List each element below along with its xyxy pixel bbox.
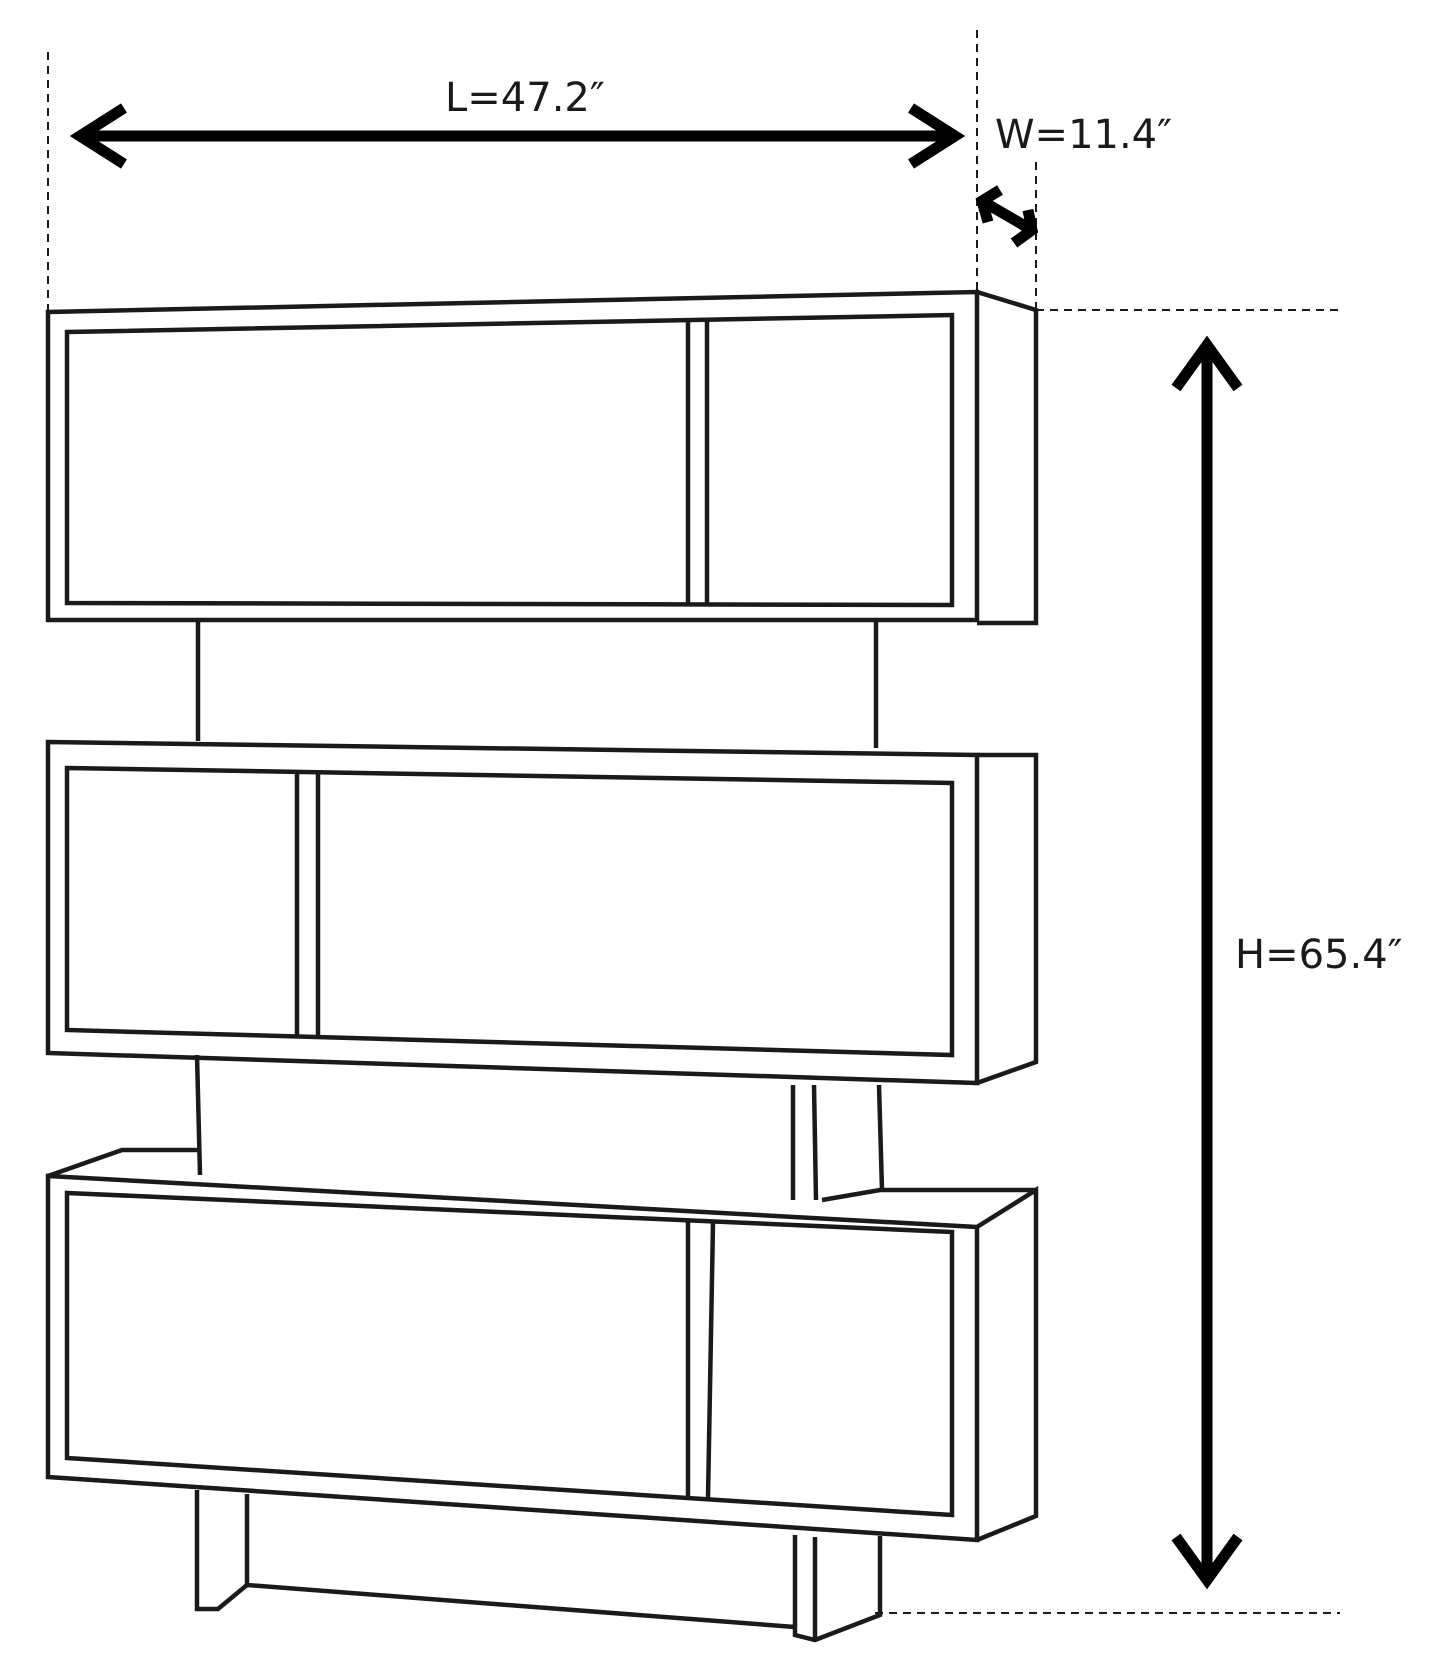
bottom-shelf xyxy=(45,1147,1039,1543)
bookshelf xyxy=(45,289,1039,1643)
middle-shelf xyxy=(45,739,1039,1086)
length-label: L=47.2″ xyxy=(445,75,605,121)
width-arrow xyxy=(975,185,1039,248)
support-panels xyxy=(194,620,885,1201)
length-arrow xyxy=(69,103,966,169)
top-shelf xyxy=(45,289,1039,626)
height-arrow xyxy=(1171,335,1243,1590)
base-legs xyxy=(194,1490,883,1643)
height-label: H=65.4″ xyxy=(1235,932,1403,978)
width-label: W=11.4″ xyxy=(995,112,1172,158)
extension-lines xyxy=(47,30,1340,1614)
